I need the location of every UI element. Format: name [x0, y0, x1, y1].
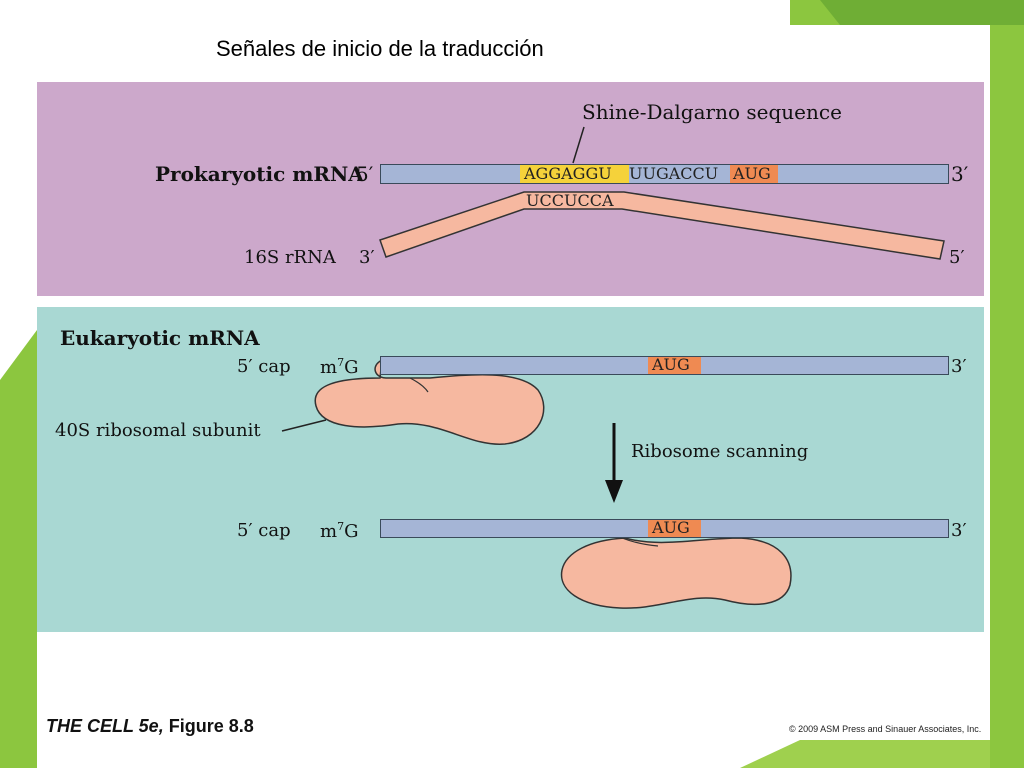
40s-subunit-label: 40S ribosomal subunit — [55, 420, 261, 441]
shine-dalgarno-label: Shine-Dalgarno sequence — [582, 100, 842, 124]
book-title: THE CELL 5e, — [46, 716, 164, 736]
ribosome-scanning-label: Ribosome scanning — [631, 441, 809, 462]
ribosome-cleft-lower — [621, 537, 659, 547]
shine-dalgarno-highlight — [520, 165, 629, 183]
spacer-sequence: UUGACCU — [629, 164, 719, 183]
rrna-5-end: 5′ — [949, 247, 965, 268]
m7g-cap-2: m7G — [320, 520, 358, 542]
16s-rrna-label: 16S rRNA — [244, 247, 336, 268]
euk-aug-highlight-1 — [648, 357, 701, 374]
40s-ribosomal-subunit-lower — [560, 537, 792, 609]
40s-ribosomal-subunit-upper — [314, 358, 545, 445]
euk-mrna-3-end-2: 3′ — [951, 520, 967, 541]
16s-rrna-strand — [379, 191, 945, 260]
green-accent-top — [820, 0, 1024, 25]
prok-mrna-3-end: 3′ — [951, 162, 969, 186]
prokaryotic-heading: Prokaryotic mRNA — [155, 162, 364, 186]
prokaryotic-panel — [37, 82, 984, 296]
m7g-superscript-2: 7 — [337, 520, 345, 533]
slide-title: Señales de inicio de la traducción — [216, 36, 544, 61]
rrna-anti-sd-sequence: UCCUCCA — [526, 191, 614, 210]
m7g-g-2: G — [344, 521, 359, 542]
prok-aug-highlight — [730, 165, 778, 183]
m7g-m: m — [320, 357, 338, 378]
subunit-pointer — [281, 419, 327, 432]
green-accent-bottom — [740, 740, 990, 768]
euk-aug-highlight-2 — [648, 520, 701, 537]
m7g-cap: m7G — [320, 356, 358, 378]
figure-number: Figure 8.8 — [168, 716, 254, 736]
euk-cap-label: 5′ cap — [237, 356, 291, 377]
ribosome-cleft-upper — [409, 377, 429, 393]
m7g-m-2: m — [320, 521, 338, 542]
scanning-arrow-head — [605, 480, 623, 503]
copyright-notice: © 2009 ASM Press and Sinauer Associates,… — [789, 724, 982, 734]
m7g-superscript: 7 — [337, 356, 345, 369]
m7g-g: G — [344, 357, 359, 378]
prok-mrna-5-end: 5′ — [356, 162, 374, 186]
figure-credit: THE CELL 5e, Figure 8.8 — [46, 716, 254, 737]
euk-start-codon-1: AUG — [652, 355, 690, 374]
shine-dalgarno-sequence: AGGAGGU — [524, 164, 612, 183]
rrna-3-end: 3′ — [359, 247, 375, 268]
euk-mrna-3-end-1: 3′ — [951, 356, 967, 377]
shine-dalgarno-pointer — [572, 126, 585, 164]
eukaryotic-heading: Eukaryotic mRNA — [60, 326, 260, 350]
euk-cap-label-2: 5′ cap — [237, 520, 291, 541]
green-accent-right — [790, 0, 1024, 768]
green-accent-left — [0, 330, 37, 768]
prok-start-codon: AUG — [733, 164, 771, 183]
euk-start-codon-2: AUG — [652, 518, 690, 537]
